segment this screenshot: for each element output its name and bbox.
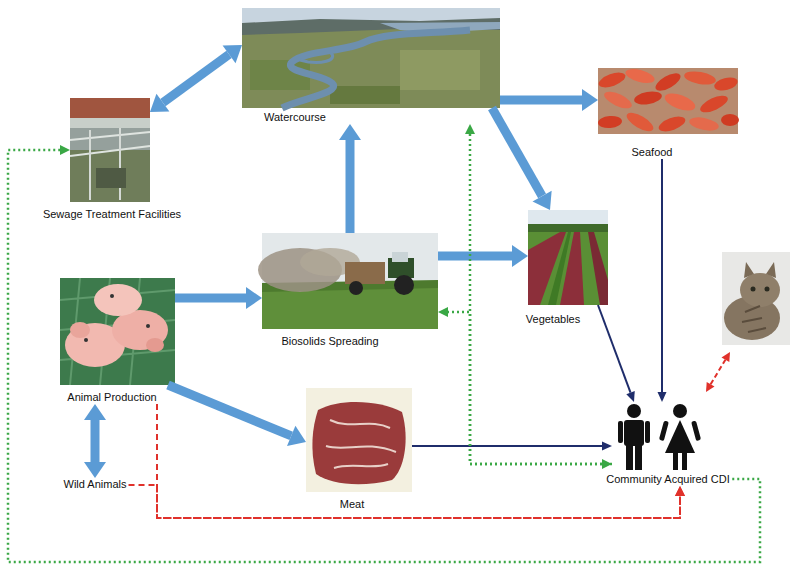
arrow-line	[168, 385, 291, 436]
meat-photo	[306, 388, 412, 492]
arrow-head	[438, 307, 448, 317]
flow-arrow	[598, 305, 635, 402]
arrow-head	[339, 124, 361, 140]
flow-arrow	[465, 124, 612, 469]
photo-frame	[612, 402, 704, 470]
photo-node: Wild Animals	[64, 478, 129, 491]
flow-arrow	[175, 287, 262, 309]
caption-text: Meat	[340, 498, 364, 511]
arrow-line	[598, 305, 631, 393]
flow-arrow	[84, 404, 106, 478]
arrow-head	[533, 191, 552, 210]
photo-node: Watercourse	[242, 8, 502, 124]
arrow-head	[675, 486, 685, 496]
caption-line: Wild Animals	[64, 478, 129, 491]
caption-text: Animal Production	[67, 391, 156, 404]
caption-text: Wild Animals	[64, 478, 127, 491]
arrow-line	[175, 294, 246, 303]
caption-line: Sewage Treatment Facilities	[43, 208, 184, 221]
arrow-line	[661, 159, 663, 392]
flow-arrow	[129, 485, 685, 518]
arrow-head	[602, 442, 612, 451]
photo-frame	[242, 8, 500, 108]
cat-photo	[722, 252, 790, 345]
pigs-photo	[60, 278, 175, 385]
photo-node: Vegetables	[526, 210, 611, 326]
arrow-head	[465, 124, 475, 134]
caption-line: Meat	[306, 498, 414, 511]
arrow-line	[412, 445, 602, 447]
flow-arrow	[500, 89, 598, 111]
caption-line: Watercourse	[242, 111, 502, 124]
cat-link	[706, 352, 730, 392]
arrow-head	[675, 486, 685, 496]
arrow-line	[470, 134, 602, 464]
flow-arrow	[438, 245, 528, 267]
flow-arrow	[658, 159, 667, 402]
arrow-head	[512, 245, 528, 267]
photo-frame	[60, 278, 175, 385]
flow-arrow	[8, 145, 760, 562]
caption-line: Biosolids Spreading	[262, 335, 440, 348]
arrow-head	[84, 404, 106, 420]
arrow-head	[582, 89, 598, 111]
watercourse-photo	[242, 8, 500, 108]
caption-text: Sewage Treatment Facilities	[43, 208, 181, 221]
flow-arrow	[412, 442, 612, 451]
arrow-head	[658, 392, 667, 402]
seafood-photo	[597, 66, 739, 134]
arrow-line	[346, 140, 355, 233]
caption-text: Vegetables	[526, 313, 580, 326]
arrow-head	[223, 45, 242, 63]
flow-arrow	[339, 124, 361, 233]
photo-node: Animal Production	[60, 278, 177, 404]
photo-frame	[528, 210, 608, 305]
flow-arrow	[150, 45, 242, 112]
caption-line: Vegetables	[526, 313, 611, 326]
caption-line: Community Acquired CDI	[606, 473, 732, 486]
flow-arrow	[168, 385, 306, 446]
caption-text: Community Acquired CDI	[606, 473, 730, 486]
arrow-line	[448, 312, 612, 464]
arrow-line	[129, 485, 680, 518]
biosolids-photo	[258, 233, 438, 329]
arrow-head	[60, 145, 70, 155]
vegetables-photo	[528, 210, 608, 305]
arrow-head	[150, 94, 169, 112]
photo-frame	[262, 233, 438, 329]
photo-frame	[70, 98, 150, 202]
arrow-line	[157, 404, 680, 518]
photo-node: Sewage Treatment Facilities	[43, 98, 184, 221]
caption-text: Seafood	[632, 146, 673, 159]
caption-text: Watercourse	[264, 111, 326, 124]
photo-node: Biosolids Spreading	[262, 233, 440, 348]
arrow-head	[287, 426, 306, 446]
flow-arrow	[492, 108, 552, 210]
arrow-line	[163, 54, 229, 102]
arrow-line	[492, 108, 542, 196]
photo-frame	[306, 388, 412, 492]
arrow-line	[91, 420, 100, 462]
people-icons	[618, 404, 701, 470]
photo-frame	[598, 68, 738, 134]
arrow-line	[8, 150, 760, 562]
arrow-line	[438, 252, 512, 261]
caption-line: Seafood	[598, 146, 740, 159]
sewage-photo	[70, 98, 150, 202]
photo-node: Seafood	[598, 68, 740, 159]
flow-arrow	[157, 404, 685, 518]
photo-node: Community Acquired CDI	[606, 402, 732, 486]
arrow-line	[500, 96, 582, 105]
arrow-head	[246, 287, 262, 309]
arrow-head	[84, 462, 106, 478]
caption-line: Animal Production	[60, 391, 177, 404]
arrow-head	[626, 391, 634, 402]
photo-node: Meat	[306, 388, 414, 511]
caption-text: Biosolids Spreading	[281, 335, 378, 348]
flow-arrow	[438, 307, 612, 464]
